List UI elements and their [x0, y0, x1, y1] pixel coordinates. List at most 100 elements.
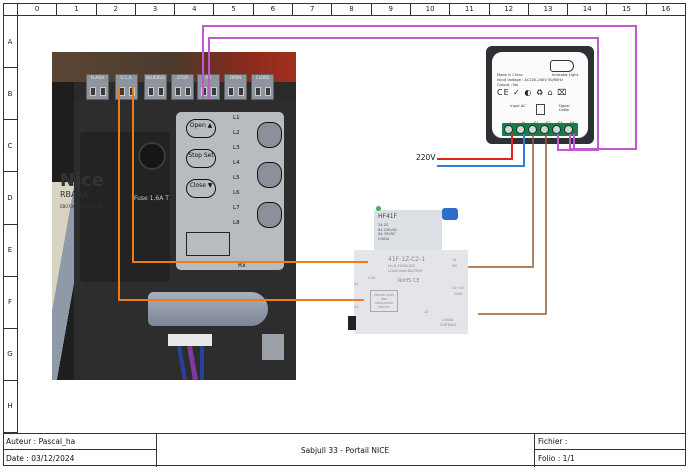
led-label: L2: [233, 130, 240, 136]
author-field: Auteur : Pascal_ha: [3, 434, 156, 450]
hf41f-relay: HF41F 24-ZS 6A 250VAC 6A 30VDC CHINA 41F…: [346, 206, 476, 338]
module-output: Output : No: [497, 83, 518, 87]
sheet-frame: [3, 3, 686, 466]
drawing-title: Sabjull 33 - Portail NICE: [300, 446, 390, 455]
module-cert-icons: CE ✓ ◐ ♻ ⌂ ⌧: [497, 88, 568, 97]
relay-top-specs: 24-ZS 6A 250VAC 6A 30VDC CHINA: [378, 223, 397, 241]
screw-icon: [564, 125, 573, 134]
row-header: E: [3, 224, 18, 277]
open-button[interactable]: Open ▲: [186, 119, 216, 138]
relay-code: 2OE3N43: [440, 323, 457, 327]
column-header: 14: [568, 3, 608, 16]
column-header: 12: [489, 3, 529, 16]
receiver-module: [148, 292, 268, 326]
screw-icon: [552, 125, 561, 134]
module-indicator-label: Indicator Light: [552, 73, 578, 77]
led-label: L4: [233, 160, 240, 166]
row-header: H: [3, 380, 18, 433]
relay-led: [376, 206, 381, 211]
relay-spec: LOAD:max.6A/250V: [388, 269, 423, 273]
relay-spec: Un:6-24VAC/DC: [388, 264, 416, 268]
circuit-text: AND: [380, 297, 388, 301]
module-screw-terminal-block: [502, 123, 578, 136]
column-header: 15: [607, 3, 647, 16]
module-group-input: Input AC: [510, 104, 526, 108]
nice-brand-logo: Nice: [60, 170, 105, 191]
column-header: 4: [175, 3, 215, 16]
wire-relay-com: [478, 134, 547, 315]
relay-top-spec: 24-ZS: [378, 223, 389, 227]
led-label: L8: [233, 220, 240, 226]
relay-origin: CHINA: [442, 318, 454, 322]
cable-blue: [200, 346, 204, 380]
row-header: B: [3, 68, 18, 121]
terminal-hole: [265, 87, 271, 96]
terminal-hole: [148, 87, 154, 96]
title-block: Auteur : Pascal_ha Date : 03/12/2024 Sab…: [3, 433, 686, 467]
led-label: L3: [233, 145, 240, 151]
relay-certs: RoHS CE: [398, 278, 420, 284]
relay-pin-11: 11+10: [452, 286, 464, 290]
board-gray-button: [257, 122, 282, 148]
fuse-label: Fuse 1,6A T: [134, 195, 169, 202]
smart-switch-module: Made in China Indicator Light Input Volt…: [486, 46, 594, 144]
column-header: 13: [528, 3, 569, 16]
terminal-hole: [158, 87, 164, 96]
wire-pp-2: [208, 37, 599, 151]
button-symbol-icon: [550, 60, 574, 72]
terminal-flash: FLASH: [86, 74, 109, 100]
switch-symbol-icon: [536, 104, 545, 115]
divider: [534, 434, 535, 467]
connector-white: [168, 334, 212, 346]
board-model-label: RBA3/C: [60, 190, 90, 199]
column-header: 16: [646, 3, 686, 16]
terminal-hole: [228, 87, 234, 96]
enclosure-edge: [52, 182, 74, 380]
date-field: Date : 03/12/2024: [6, 453, 75, 463]
relay-pin-a2: A2: [354, 305, 359, 309]
wire-sca-2: [118, 86, 364, 301]
board-serial-label: EB0706 4870 REV.00: [60, 204, 103, 209]
terminal-label: FLASH: [90, 76, 105, 81]
mains-220v-label: 220V: [416, 153, 436, 162]
terminal-open: OPEN: [224, 74, 247, 100]
close-button[interactable]: Close ▼: [186, 179, 216, 198]
column-header: 1: [57, 3, 97, 16]
column-header: 10: [410, 3, 451, 16]
circuit-text: PROTECTION: [374, 293, 394, 297]
wire-s3-loop: [557, 134, 598, 151]
module-made-in: Made in China: [497, 73, 523, 77]
grid-corner: [3, 3, 18, 16]
protection-circuit-box: PROTECTION AND INDICATION CIRCUIT: [370, 290, 398, 312]
relay-base: 41F-1Z-C2-1 Un:6-24VAC/DC LOAD:max.6A/25…: [354, 250, 468, 334]
terminal-label: S.C.A.: [120, 76, 133, 81]
relay-top-spec: 6A 30VDC: [378, 232, 396, 236]
column-header: 0: [18, 3, 58, 16]
led-label: L5: [233, 175, 240, 181]
stop-set-button[interactable]: Stop Set: [186, 149, 216, 168]
terminal-label: STOP: [177, 76, 188, 81]
terminal-hole: [185, 87, 191, 96]
terminal-bluebus: BLUEBUS: [144, 74, 167, 100]
relay-pin-a1: A1: [354, 282, 359, 286]
terminal-hole: [255, 87, 261, 96]
terminal-label: BLUEBUS: [145, 76, 166, 81]
nice-control-board-photo: FLASH S.C.A. BLUEBUS STOP P.P. OPEN CLOS…: [52, 52, 296, 380]
screw-icon: [516, 125, 525, 134]
file-field: Fichier :: [535, 434, 685, 450]
relay-cover: HF41F 24-ZS 6A 250VAC 6A 30VDC CHINA: [374, 210, 442, 250]
row-header: D: [3, 172, 18, 225]
terminal-hole: [90, 87, 96, 96]
rx-label: Rx: [238, 262, 246, 269]
wire-pp-1: [202, 25, 637, 150]
wire-sca-1: [132, 86, 368, 263]
relay-din-clip: [348, 316, 356, 330]
terminal-label: OPEN: [229, 76, 242, 81]
relay-top-spec: 6A 250VAC: [378, 227, 398, 232]
terminal-hole: [238, 87, 244, 96]
terminal-hole: [211, 87, 217, 96]
module-input-voltage: Input Voltage : AC100-240V 50/60Hz: [497, 78, 563, 82]
led-label: L7: [233, 205, 240, 211]
